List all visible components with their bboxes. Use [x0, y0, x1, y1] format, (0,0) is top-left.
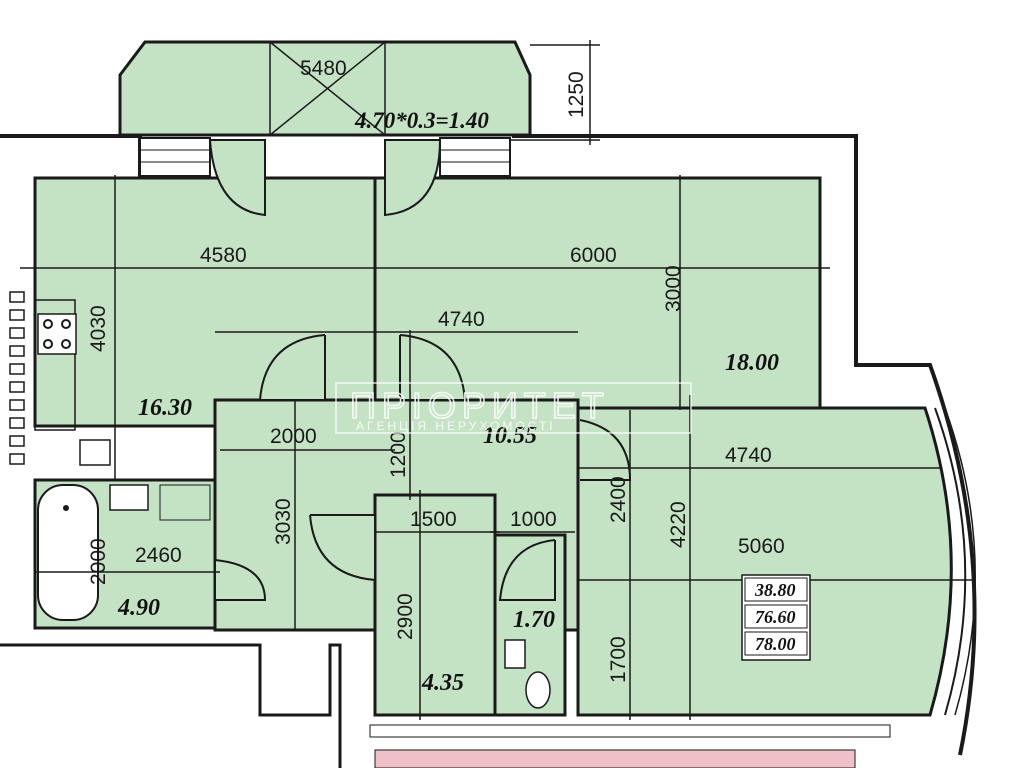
stove-icon [37, 313, 77, 355]
neighbor-unit [374, 749, 856, 768]
bathroom-area: 4.90 [117, 595, 160, 621]
wc-area: 1.70 [513, 607, 555, 633]
bathtub-icon [37, 484, 99, 621]
dim-storage-width: 1500 [410, 508, 457, 531]
total-area-with-balcony: 78.00 [755, 634, 796, 654]
dim-storage-depth: 2900 [394, 593, 417, 640]
balcony [118, 40, 532, 137]
dim-balcony-depth: 1250 [565, 71, 588, 118]
total-area: 76.60 [755, 607, 796, 627]
dim-wc-width: 1000 [510, 508, 557, 531]
total-living-area: 38.80 [754, 580, 796, 600]
toilet-icon [525, 671, 551, 709]
outer-wall-bottom [0, 643, 342, 768]
dim-living-width: 6000 [570, 244, 617, 267]
totals-box: 38.80 76.60 78.00 [741, 574, 811, 661]
dim-bath-width: 2460 [135, 544, 182, 567]
dim-bedroom-depth: 4220 [667, 501, 690, 548]
bedroom-room [576, 406, 953, 717]
dim-bedroom-2400: 2400 [607, 476, 630, 523]
dim-corridor-width: 2000 [270, 425, 317, 448]
dim-kitchen-depth: 4030 [87, 305, 110, 352]
dim-bedroom-1700: 1700 [607, 636, 630, 683]
hall-area: 10.55 [483, 423, 537, 449]
watermark-name: ПРІОРИТЕТ [350, 385, 610, 426]
dim-bedroom-outer-width: 5060 [738, 535, 785, 558]
wc-sink-icon [504, 639, 526, 669]
watermark-subtitle: АГЕНЦІЯ НЕРУХОМОСТІ [356, 419, 556, 433]
dim-hall-width: 4740 [438, 308, 485, 331]
living-area: 18.00 [725, 350, 779, 376]
watermark-logo: ПРІОРИТЕТ АГЕНЦІЯ НЕРУХОМОСТІ [335, 382, 692, 434]
dim-kitchen-width: 4580 [200, 244, 247, 267]
dim-living-depth: 3000 [662, 265, 685, 312]
balcony-area-formula: 4.70*0.3=1.40 [354, 108, 489, 133]
dim-corridor-1200: 1200 [387, 431, 410, 478]
storage-area: 4.35 [421, 670, 464, 696]
dim-bath-depth: 2000 [87, 538, 110, 585]
sink-icon [79, 439, 111, 466]
dim-hall-depth: 3030 [272, 498, 295, 545]
kitchen-area: 16.30 [138, 395, 192, 421]
dim-balcony-width: 5480 [300, 57, 347, 80]
dim-bedroom-width: 4740 [725, 444, 772, 467]
washbasin-icon [109, 484, 149, 511]
